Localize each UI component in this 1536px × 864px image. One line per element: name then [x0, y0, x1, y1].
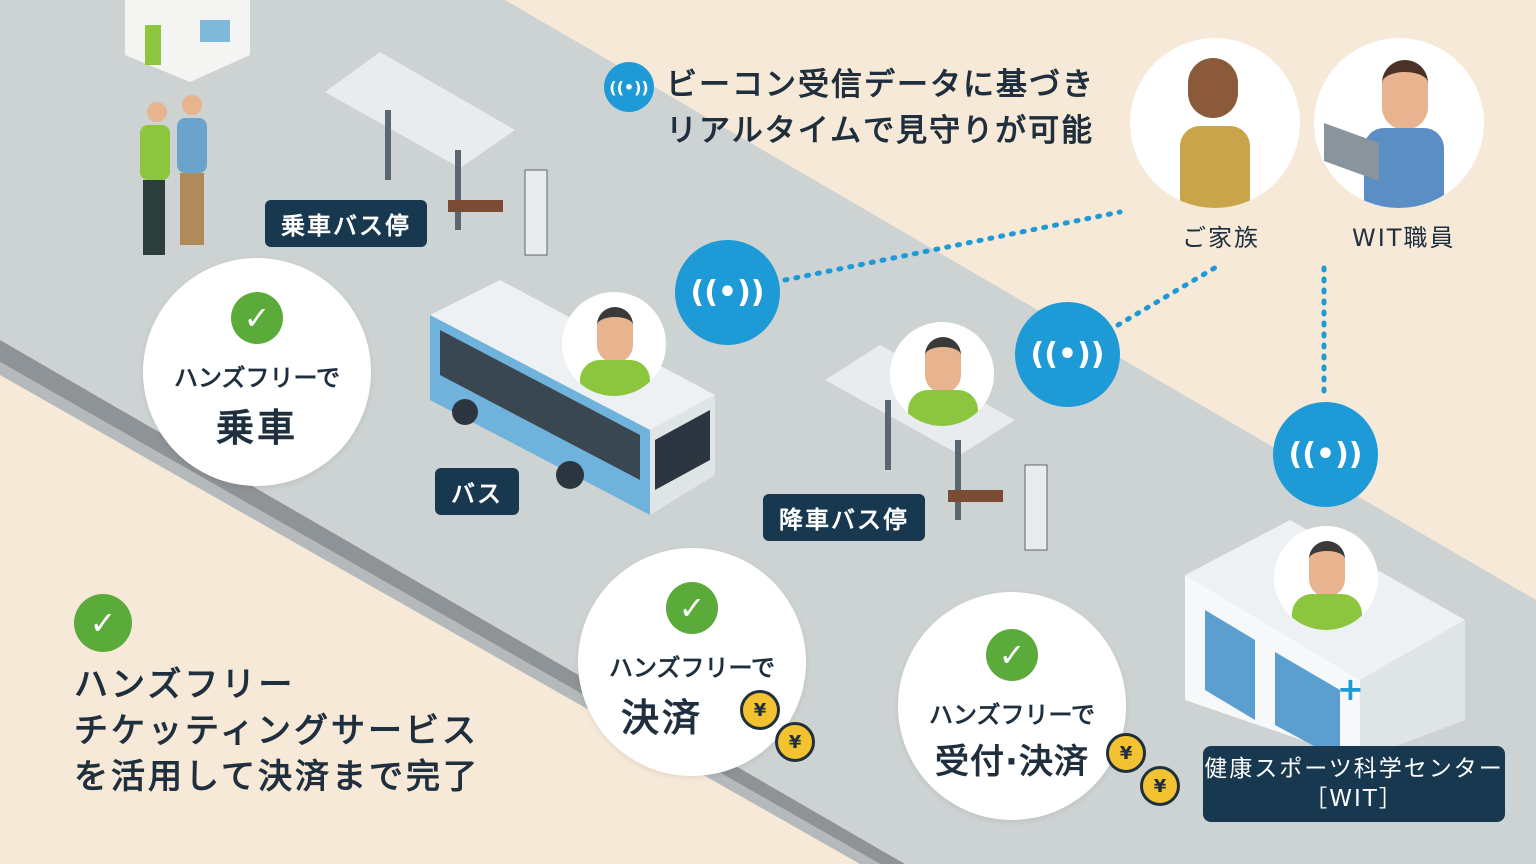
summary-text: ハンズフリー チケッティングサービス を活用して決済まで完了 — [74, 662, 480, 800]
family-label: ご家族 — [1182, 224, 1260, 252]
bubble-main: 受付·決済 — [935, 742, 1089, 782]
svg-text:+: + — [1337, 670, 1364, 708]
check-icon: ✓ — [986, 629, 1038, 681]
rider-avatar-stop — [890, 322, 994, 426]
beacon-icon: ((•)) — [675, 240, 780, 345]
rider-avatar-bus — [562, 292, 666, 396]
bubble-main: 決済 — [620, 696, 703, 740]
wit-staff-avatar — [1314, 38, 1484, 208]
check-icon: ✓ — [231, 292, 283, 344]
bus-shelter-boarding — [325, 52, 548, 256]
yen-coin-icon: ¥ — [740, 690, 780, 730]
summary-line-3: を活用して決済まで完了 — [74, 757, 480, 797]
bubble-main: 乗車 — [215, 406, 298, 450]
bus-label: バス — [435, 468, 519, 515]
wit-staff-label: WIT職員 — [1352, 224, 1456, 252]
headline: ビーコン受信データに基づき リアルタイムで見守りが可能 — [666, 62, 1095, 154]
summary-check-icon: ✓ — [74, 594, 132, 652]
check-icon: ✓ — [666, 582, 718, 634]
headline-beacon-icon: ((•)) — [604, 62, 654, 112]
summary-line-1: ハンズフリー — [74, 665, 296, 705]
facility-abbr: ［WIT］ — [1304, 786, 1404, 812]
walking-people-illustration — [140, 95, 207, 255]
yen-coin-icon: ¥ — [1140, 766, 1180, 806]
bubble-payment: ✓ ハンズフリーで 決済 — [578, 548, 806, 776]
bubble-boarding: ✓ ハンズフリーで 乗車 — [143, 258, 371, 486]
yen-coin-icon: ¥ — [775, 722, 815, 762]
yen-coin-icon: ¥ — [1106, 733, 1146, 773]
bubble-sub: ハンズフリーで — [173, 364, 341, 392]
bubble-sub: ハンズフリーで — [928, 701, 1096, 729]
beacon-icon: ((•)) — [1015, 302, 1120, 407]
house-illustration — [125, 0, 250, 82]
family-avatar — [1130, 38, 1300, 208]
boarding-stop-label: 乗車バス停 — [265, 200, 427, 247]
rider-avatar-facility — [1274, 526, 1378, 630]
facility-name: 健康スポーツ科学センター — [1204, 756, 1504, 782]
beacon-icon: ((•)) — [1273, 402, 1378, 507]
bubble-sub: ハンズフリーで — [608, 654, 776, 682]
connection-lines — [782, 209, 1327, 401]
headline-line-2: リアルタイムで見守りが可能 — [666, 113, 1095, 149]
summary-line-2: チケッティングサービス — [74, 711, 479, 751]
alighting-stop-label: 降車バス停 — [763, 494, 925, 541]
headline-line-1: ビーコン受信データに基づき — [666, 67, 1095, 103]
bubble-reception: ✓ ハンズフリーで 受付·決済 — [898, 592, 1126, 820]
facility-label: 健康スポーツ科学センター ［WIT］ — [1203, 746, 1505, 822]
